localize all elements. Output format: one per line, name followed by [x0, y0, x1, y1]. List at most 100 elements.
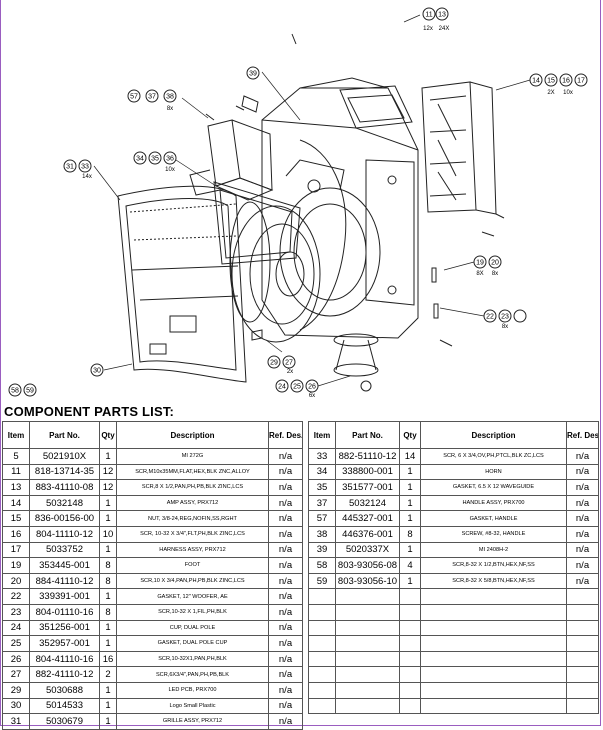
- empty-cell: [420, 619, 567, 637]
- cell-ref-des: n/a: [566, 541, 599, 559]
- cell-part-no: 836-00156-00: [29, 510, 100, 527]
- cell-part-no: 446376-001: [335, 525, 400, 543]
- callout-label: 25: [293, 384, 301, 391]
- cell-qty: 1: [99, 510, 117, 527]
- cell-description: SCREW, #8-32, HANDLE: [420, 525, 567, 543]
- cell-ref-des: n/a: [268, 557, 303, 574]
- cell-item: 24: [2, 619, 30, 637]
- cell-part-no: 804-01110-16: [29, 603, 100, 621]
- cell-ref-des: n/a: [566, 510, 599, 527]
- callout-label: 37: [148, 94, 156, 101]
- cell-item: 17: [2, 541, 30, 559]
- cell-part-no: 882-41110-12: [29, 666, 100, 683]
- callout-qty: 10x: [165, 167, 175, 173]
- small-parts-drawing: [205, 33, 505, 392]
- cabinet-drawing: [261, 77, 419, 339]
- cell-description: HARNESS ASSY, PRX712: [116, 541, 269, 559]
- callout-label: 59: [26, 388, 34, 395]
- column-header-qty: Qty: [399, 421, 421, 449]
- callout-qty: 8x: [167, 106, 173, 112]
- cell-ref-des: n/a: [566, 463, 599, 481]
- callout-39: 39: [246, 66, 260, 80]
- cell-item: 27: [2, 666, 30, 683]
- cell-description: SCR, 10-32 X 3/4",FLT,PH,BLK ZINC,LCS: [116, 525, 269, 543]
- callout-58-59: 58 59: [8, 383, 37, 397]
- column-header-item: Item: [308, 421, 336, 449]
- column-header-qty: Qty: [99, 421, 117, 449]
- cell-item: 33: [308, 448, 336, 465]
- callout-label: 17: [577, 78, 585, 85]
- cell-description: SCR, 6 X 3/4,OV,PH,PTCL,BLK ZC,LCS: [420, 448, 567, 465]
- cell-ref-des: n/a: [268, 603, 303, 621]
- callout-label: 16: [562, 78, 570, 85]
- cell-qty: 1: [399, 479, 421, 496]
- empty-cell: [420, 650, 567, 668]
- cell-item: 20: [2, 572, 30, 590]
- cell-item: 59: [308, 572, 336, 590]
- column-header-ref-des: Ref. Des.: [566, 421, 599, 449]
- empty-cell: [566, 666, 599, 683]
- callout-label: 11: [425, 12, 432, 19]
- callout-label: 27: [285, 360, 293, 367]
- cell-part-no: 445327-001: [335, 510, 400, 527]
- cell-description: FOOT: [116, 557, 269, 574]
- cell-item: 11: [2, 463, 30, 481]
- cell-qty: 8: [99, 557, 117, 574]
- empty-cell: [399, 650, 421, 668]
- cell-ref-des: n/a: [566, 557, 599, 574]
- callout-qty: 24X: [439, 26, 450, 32]
- cell-part-no: 803-93056-10: [335, 572, 400, 590]
- cell-description: SCR,M10x35MM,FLAT,HEX,BLK ZNC,ALLOY: [116, 463, 269, 481]
- empty-cell: [399, 619, 421, 637]
- empty-cell: [308, 650, 336, 668]
- column-header-description: Description: [420, 421, 567, 449]
- cell-item: 13: [2, 479, 30, 496]
- cell-description: SCR,10-32X1,PAN,PH,BLK: [116, 650, 269, 668]
- callout-label: 38: [166, 94, 174, 101]
- amp-module-drawing: [421, 81, 497, 215]
- cell-description: MI 2408H-2: [420, 541, 567, 559]
- cell-ref-des: n/a: [566, 525, 599, 543]
- cell-qty: 10: [99, 525, 117, 543]
- cell-ref-des: n/a: [566, 479, 599, 496]
- callout-qty: 2x: [287, 369, 293, 375]
- callout-qty: 8x: [502, 324, 508, 330]
- parts-list-title: COMPONENT PARTS LIST:: [4, 404, 175, 419]
- cell-ref-des: n/a: [268, 619, 303, 637]
- column-header-item: Item: [2, 421, 30, 449]
- cell-item: 35: [308, 479, 336, 496]
- callout-29-27: 29 27 2x: [267, 355, 296, 375]
- cell-description: LED PCB, PRX700: [116, 681, 269, 699]
- cell-qty: 1: [99, 494, 117, 512]
- cell-item: 37: [308, 494, 336, 512]
- empty-cell: [335, 650, 400, 668]
- callout-label: 24: [278, 384, 286, 391]
- cell-qty: 1: [399, 572, 421, 590]
- cell-ref-des: n/a: [268, 572, 303, 590]
- cell-ref-des: n/a: [268, 463, 303, 481]
- empty-cell: [566, 603, 599, 621]
- cell-description: NUT, 3/8-24,REG,NOFIN,SS,RGHT: [116, 510, 269, 527]
- cell-description: AMP ASSY, PRX712: [116, 494, 269, 512]
- cell-qty: 1: [99, 588, 117, 605]
- callout-qty: 8X: [476, 271, 483, 277]
- callout-qty: 10x: [563, 90, 573, 96]
- callout-57-37-38: 57 37 38 8x: [127, 89, 177, 112]
- callout-label: 23: [501, 314, 509, 321]
- empty-cell: [566, 588, 599, 605]
- cell-part-no: 5014533: [29, 697, 100, 715]
